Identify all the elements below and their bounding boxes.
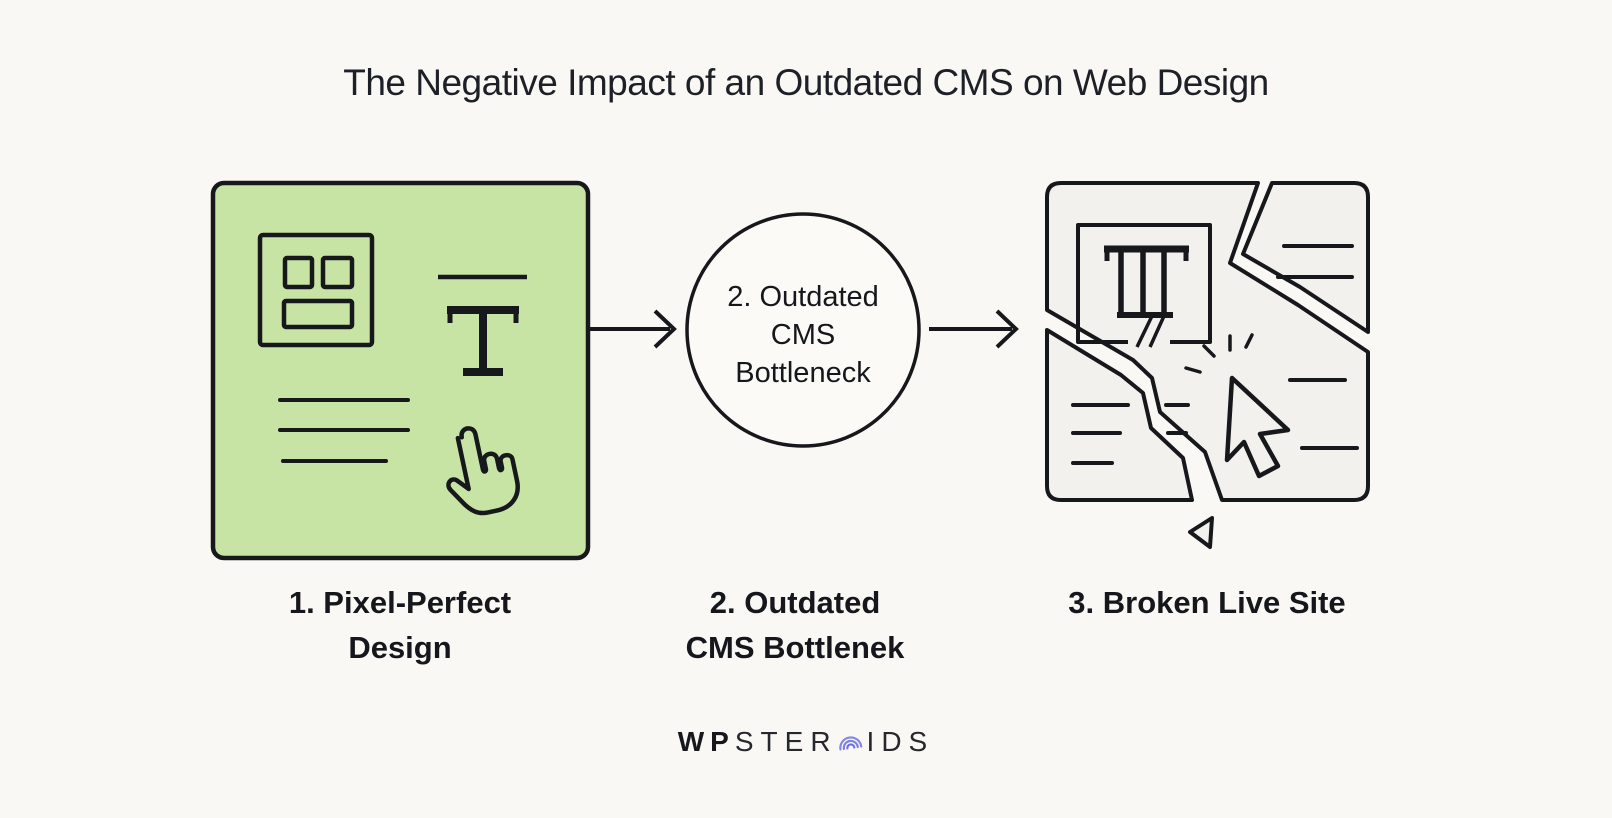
brand-logo-prefix: WP xyxy=(677,726,735,757)
caption-step-2: 2. Outdated CMS Bottlenek xyxy=(605,580,985,670)
page-title: The Negative Impact of an Outdated CMS o… xyxy=(343,62,1269,103)
tap-hand-icon xyxy=(446,426,520,516)
broken-piece-shard xyxy=(1241,181,1370,334)
caption-step-1: 1. Pixel-Perfect Design xyxy=(210,580,590,670)
circle-line-3: Bottleneck xyxy=(735,357,871,389)
bottleneck-circle xyxy=(685,212,921,448)
text-lines-icon xyxy=(278,398,410,463)
brand-logo-suffix: IDS xyxy=(866,726,935,757)
circle-line-1: 2. Outdated xyxy=(727,281,879,313)
click-cursor-icon xyxy=(1184,333,1291,479)
caption-step-3-line-1: 3. Broken Live Site xyxy=(1068,585,1346,620)
broken-typography-icon xyxy=(1076,223,1212,348)
text-lines-icon xyxy=(1071,403,1190,465)
typography-icon xyxy=(438,274,527,376)
brand-logo: WP STER IDS xyxy=(0,722,1612,762)
arrow-cms-to-broken xyxy=(929,309,1019,349)
caption-step-1-line-2: Design xyxy=(348,630,452,665)
bottleneck-circle-label: 2. Outdated CMS Bottleneck xyxy=(683,278,923,392)
wireframe-icon xyxy=(257,232,375,348)
caption-step-1-line-1: 1. Pixel-Perfect xyxy=(288,585,512,620)
shard-fragment-icon xyxy=(1188,516,1214,549)
caption-step-2-line-2: CMS Bottlenek xyxy=(685,630,905,665)
brand-logo-mid: STER xyxy=(734,726,838,757)
caption-step-3: 3. Broken Live Site xyxy=(1007,580,1407,625)
concentric-arcs-icon xyxy=(838,736,862,751)
broken-piece-bottom-left xyxy=(1045,328,1194,502)
text-lines-icon xyxy=(1276,244,1354,279)
caption-step-2-line-1: 2. Outdated xyxy=(709,585,881,620)
broken-site-box xyxy=(1045,181,1370,549)
arrow-design-to-cms xyxy=(589,309,677,349)
design-box xyxy=(210,180,591,561)
text-lines-icon xyxy=(1288,378,1359,450)
circle-line-2: CMS xyxy=(770,319,836,351)
